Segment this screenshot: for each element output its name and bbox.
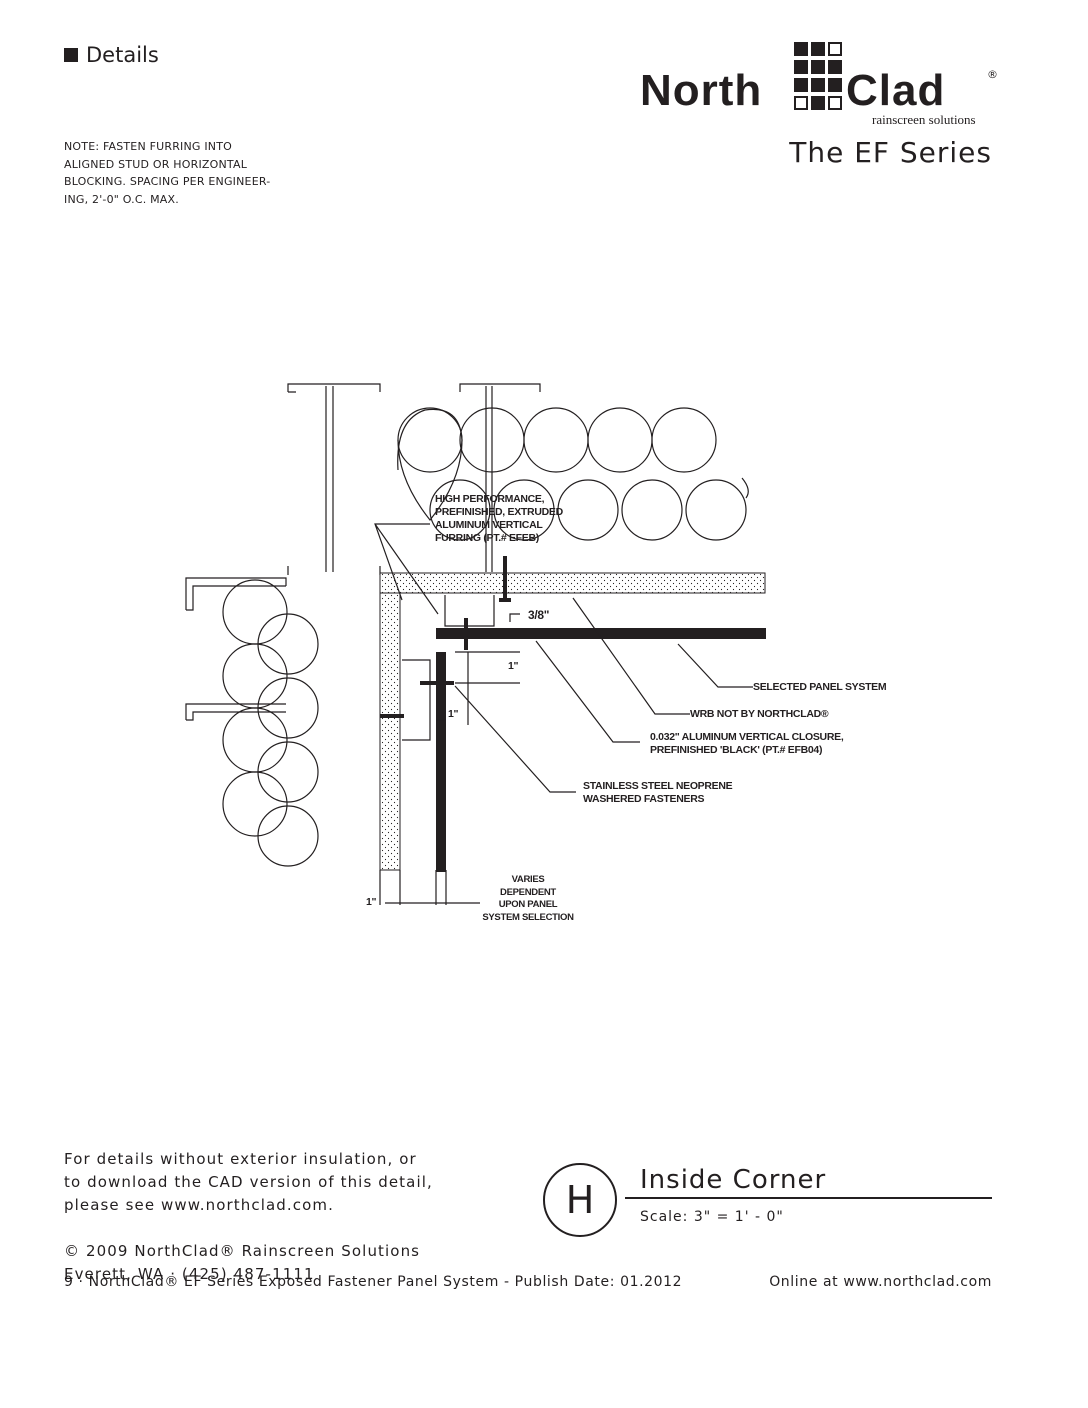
logo-tagline: rainscreen solutions — [872, 112, 976, 127]
callout-line: VARIES — [511, 874, 545, 885]
callout-line: SYSTEM SELECTION — [482, 911, 574, 923]
note-line: ALIGNED STUD OR HORIZONTAL — [64, 157, 248, 171]
callout-line: 0.032" ALUMINUM VERTICAL CLOSURE, — [650, 731, 844, 743]
logo-clad: Clad — [846, 66, 946, 115]
panel-horizontal — [436, 628, 766, 639]
copyright-line: © 2009 NorthClad® Rainscreen Solutions — [64, 1242, 421, 1260]
furring-vertical — [402, 659, 431, 741]
callout-panel-system: SELECTED PANEL SYSTEM — [753, 681, 887, 693]
callout-line: UPON PANEL — [498, 899, 558, 910]
note-line: NOTE: FASTEN FURRING INTO — [64, 140, 232, 153]
screw — [499, 556, 511, 602]
cad-download-info: For details without exterior insulation,… — [64, 1148, 433, 1217]
dimension-gap: 3/8" — [528, 608, 550, 622]
dimension-1: 1" — [508, 660, 519, 672]
callout-line: STAINLESS STEEL NEOPRENE — [583, 780, 733, 792]
page-footer: 9 · NorthClad® EF Series Exposed Fastene… — [64, 1274, 683, 1290]
section-header: Details — [64, 43, 159, 67]
contact-line: Everett, WA · (425) 487-1111 — [64, 1265, 315, 1283]
callout-line: DEPENDENT — [500, 886, 556, 898]
detail-letter-badge: H — [543, 1163, 617, 1237]
info-line: For details without exterior insulation,… — [64, 1150, 417, 1168]
callout-line: PREFINISHED, EXTRUDED — [435, 506, 563, 518]
callout-furring: HIGH PERFORMANCE, PREFINISHED, EXTRUDED … — [435, 493, 563, 545]
callout-line: FURRING (PT.# EFEB) — [435, 532, 539, 544]
northclad-logo: North Clad ® rainscreen solutions — [640, 40, 1000, 130]
logo-registered: ® — [987, 68, 998, 81]
callout-line: PREFINISHED 'BLACK' (PT.# EFB04) — [650, 744, 823, 756]
batt-insulation-top — [397, 407, 749, 541]
steel-stud-left — [185, 577, 287, 611]
series-title: The EF Series — [789, 136, 992, 169]
detail-scale: Scale: 3" = 1' - 0" — [640, 1209, 784, 1225]
section-title: Details — [86, 43, 159, 67]
dimension-3: 1" — [366, 896, 377, 908]
callout-line: HIGH PERFORMANCE, — [435, 493, 545, 505]
website-footer: Online at www.northclad.com — [769, 1274, 992, 1290]
title-underline — [625, 1197, 992, 1199]
callout-wrb: WRB NOT BY NORTHCLAD® — [690, 708, 829, 720]
steel-stud — [287, 383, 541, 575]
batt-insulation-left — [222, 579, 319, 867]
callout-fasteners: STAINLESS STEEL NEOPRENE WASHERED FASTEN… — [583, 780, 733, 806]
callout-line: WASHERED FASTENERS — [583, 793, 705, 805]
callout-varies: VARIES DEPENDENT UPON PANEL SYSTEM SELEC… — [478, 874, 578, 924]
callout-line: ALUMINUM VERTICAL — [435, 519, 543, 531]
dimension-2: 1" — [448, 708, 459, 720]
callout-closure: 0.032" ALUMINUM VERTICAL CLOSURE, PREFIN… — [650, 731, 844, 757]
info-line: to download the CAD version of this deta… — [64, 1173, 433, 1191]
note-line: ING, 2'-0" O.C. MAX. — [64, 192, 179, 206]
square-bullet-icon — [64, 48, 78, 62]
panel-vertical — [436, 652, 446, 872]
furring-horizontal — [444, 595, 495, 627]
copyright-info: © 2009 NorthClad® Rainscreen Solutions E… — [64, 1240, 420, 1286]
info-line: please see www.northclad.com. — [64, 1196, 334, 1214]
note-line: BLOCKING. SPACING PER ENGINEER- — [64, 175, 271, 188]
logo-north: North — [640, 66, 763, 115]
fastening-note: NOTE: FASTEN FURRING INTO ALIGNED STUD O… — [64, 138, 314, 208]
detail-title: Inside Corner — [640, 1165, 827, 1195]
